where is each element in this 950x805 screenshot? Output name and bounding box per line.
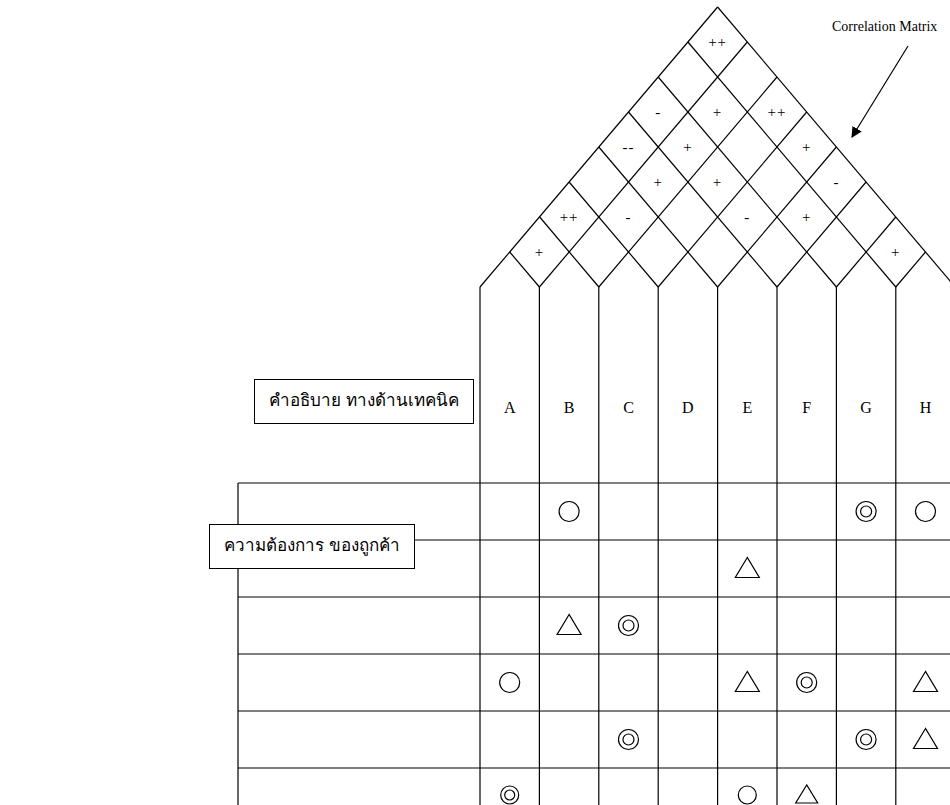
- strong-relation: [505, 790, 515, 800]
- roof-lattice: [480, 7, 950, 287]
- row-line: [238, 767, 950, 768]
- roof-line: [599, 77, 777, 287]
- row-line: [238, 482, 950, 483]
- row-line: [238, 710, 950, 711]
- roof-line: [540, 217, 599, 287]
- correlation-symbol: ++: [768, 104, 787, 121]
- roof-line: [569, 182, 658, 287]
- correlation-symbol: +: [802, 139, 811, 156]
- relationship-symbols: [500, 502, 938, 805]
- pointer-arrow: [852, 46, 908, 137]
- customer-requirement-box: ความต้องการ ของถูกค้า: [209, 524, 415, 569]
- correlation-symbol: -: [744, 209, 750, 226]
- strong-relation: [797, 673, 817, 693]
- column-header: C: [623, 399, 634, 417]
- column-line: [895, 287, 896, 805]
- correlation-symbol: +: [683, 139, 692, 156]
- correlation-symbol: ++: [560, 209, 579, 226]
- row-line: [238, 653, 950, 654]
- correlation-symbol: --: [623, 139, 635, 156]
- column-line: [658, 287, 659, 805]
- weak-relation: [557, 615, 581, 635]
- roof-line: [777, 182, 866, 287]
- strong-relation: [623, 620, 634, 631]
- strong-relation: [619, 730, 639, 750]
- strong-relation: [861, 506, 872, 517]
- matrix-title: Correlation Matrix: [832, 19, 937, 34]
- column-line: [776, 287, 777, 805]
- correlation-symbol: +: [535, 244, 544, 261]
- strong-relation: [856, 502, 876, 522]
- medium-relation: [500, 673, 520, 693]
- column-line: [598, 287, 599, 805]
- strong-relation: [856, 730, 876, 750]
- box-label: คำอธิบาย ทางด้านเทคนิค: [269, 390, 458, 412]
- weak-relation: [796, 785, 818, 803]
- strong-relation: [623, 734, 634, 745]
- technical-descriptor-box: คำอธิบาย ทางด้านเทคนิค: [254, 379, 474, 424]
- column-line: [836, 287, 837, 805]
- medium-relation: [559, 502, 579, 522]
- correlation-symbol: -: [626, 209, 632, 226]
- correlation-symbol: -: [655, 104, 661, 121]
- column-header: F: [802, 399, 811, 417]
- correlation-symbol: +: [713, 174, 722, 191]
- correlation-symbol: +: [653, 174, 662, 191]
- column-header: G: [860, 399, 872, 417]
- roof-line: [658, 112, 807, 287]
- roof-line: [718, 7, 950, 287]
- correlation-symbol: +: [891, 244, 900, 261]
- roof-line: [629, 112, 778, 287]
- column-header: A: [504, 399, 516, 417]
- roof-line: [658, 77, 836, 287]
- strong-relation: [501, 786, 519, 804]
- weak-relation: [914, 729, 938, 749]
- roof-line: [599, 147, 718, 287]
- roof-line: [480, 7, 718, 287]
- column-line: [717, 287, 718, 805]
- column-header: H: [920, 399, 932, 417]
- correlation-symbol: -: [833, 174, 839, 191]
- row-line: [238, 596, 950, 597]
- weak-relation: [914, 672, 938, 692]
- weak-relation: [735, 672, 759, 692]
- column-line: [479, 287, 480, 805]
- strong-relation: [861, 734, 872, 745]
- correlation-symbol: ++: [708, 34, 727, 51]
- column-line: [539, 287, 540, 805]
- correlation-symbol: +: [802, 209, 811, 226]
- box-label: ความต้องการ ของถูกค้า: [224, 535, 399, 557]
- strong-relation: [801, 677, 812, 688]
- medium-relation: [916, 502, 936, 522]
- weak-relation: [735, 558, 759, 578]
- column-header: B: [564, 399, 575, 417]
- column-header: D: [682, 399, 694, 417]
- medium-relation: [738, 786, 756, 804]
- roof-line: [539, 42, 747, 287]
- strong-relation: [619, 616, 639, 636]
- roof-line: [688, 42, 896, 287]
- column-header: E: [742, 399, 752, 417]
- correlation-symbol: +: [713, 104, 722, 121]
